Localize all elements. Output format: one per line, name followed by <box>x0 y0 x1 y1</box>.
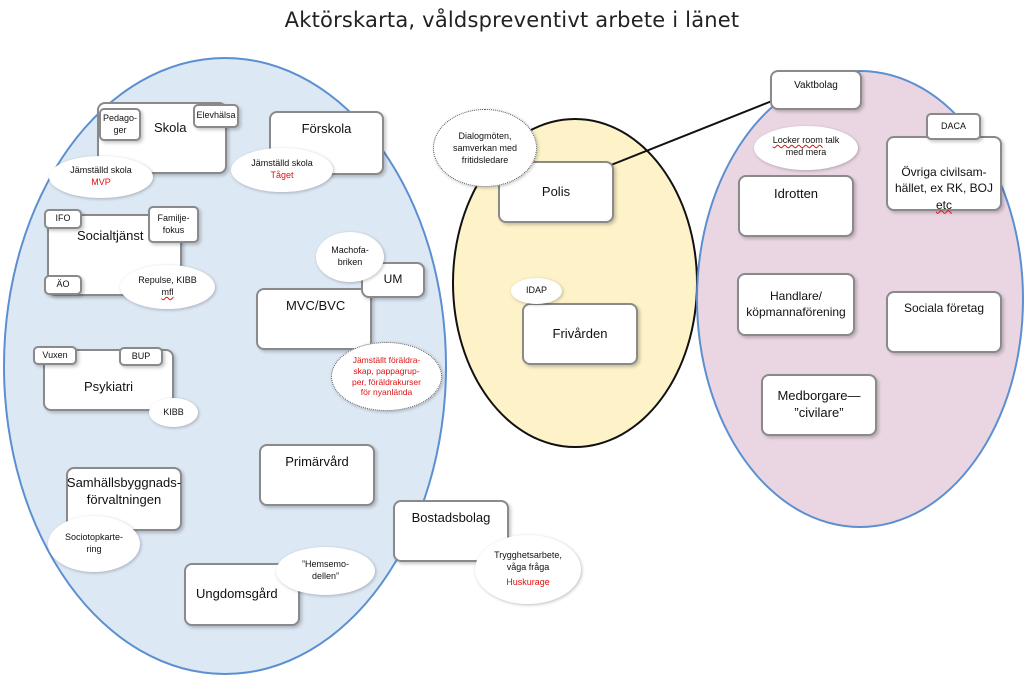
jamstalld-skola-mvp-bubble: Jämställd skola MVP <box>49 156 153 198</box>
jamstallt-foraldraskap-label: Jämställt föräldra- skap, pappagrup- per… <box>352 355 421 398</box>
forskola-label: Förskola <box>301 121 352 136</box>
idrotten-label: Idrotten <box>773 186 819 201</box>
sociala-foretag-box: Sociala företag <box>886 291 1002 353</box>
dialogmoten-bubble: Dialogmöten, samverkan med fritidsledare <box>433 109 537 187</box>
ao-box: ÄO <box>44 275 82 295</box>
idrotten-box: Idrotten <box>738 175 854 237</box>
medborgare-label: Medborgare— ”civilare” <box>777 388 861 420</box>
elevhalsa-label: Elevhälsa <box>196 110 236 121</box>
hemsemodellen-label: ”Hemsemo- dellen” <box>301 559 349 581</box>
jamstalld-skola-taget-bubble: Jämställd skola Tåget <box>231 148 333 192</box>
mvc-bvc-box: MVC/BVC <box>256 288 372 350</box>
ungdomsgard-label: Ungdomsgård <box>196 586 278 602</box>
handlare-label: Handlare/ köpmannaförening <box>746 288 846 319</box>
sociala-foretag-label: Sociala företag <box>903 301 985 315</box>
sociotopkartering-bubble: Sociotopkarte- ring <box>48 516 140 572</box>
locker-room-bubble: Locker room talk med mera <box>754 126 858 170</box>
skola-label: Skola <box>154 120 187 135</box>
pedagoger-box: Pedago- ger <box>99 108 141 141</box>
familjefokus-box: Familje- fokus <box>148 206 199 243</box>
polis-label: Polis <box>541 183 571 199</box>
repulse-kibb-bubble: Repulse, KIBB mfl <box>120 265 215 309</box>
machofabriken-bubble: Machofa- briken <box>316 232 384 282</box>
taget-label: Tåget <box>270 170 294 180</box>
vaktbolag-box: Vaktbolag <box>770 70 862 110</box>
frivarden-label: Frivården <box>552 325 608 341</box>
jamstallt-foraldraskap-bubble: Jämställt föräldra- skap, pappagrup- per… <box>331 342 442 411</box>
vuxen-box: Vuxen <box>33 346 77 365</box>
kibb-label: KIBB <box>163 406 184 417</box>
primarvard-box: Primärvård <box>259 444 375 506</box>
frivarden-box: Frivården <box>522 303 638 365</box>
familjefokus-label: Familje- fokus <box>157 212 190 235</box>
mfl-label: mfl <box>161 287 174 297</box>
vuxen-label: Vuxen <box>42 349 68 360</box>
handlare-box: Handlare/ köpmannaförening <box>737 273 855 336</box>
samhallsbyggnad-label: Samhällsbyggnads- förvaltningen <box>66 475 182 507</box>
primarvard-label: Primärvård <box>285 454 349 469</box>
medborgare-box: Medborgare— ”civilare” <box>761 374 877 436</box>
bup-box: BUP <box>119 347 163 366</box>
mvc-bvc-label: MVC/BVC <box>286 298 346 313</box>
locker-room-label: Locker room <box>772 135 823 145</box>
ifo-label: IFO <box>55 213 71 224</box>
ovriga-civilsamhallet-label: Övriga civilsam- hället, ex RK, BOJ <box>894 165 994 196</box>
socialtjanst-label: Socialtjänst <box>77 228 144 243</box>
jamstalld-skola-2-label: Jämställd skola <box>251 158 313 169</box>
jamstalld-skola-label: Jämställd skola <box>70 165 132 176</box>
um-label: UM <box>383 272 403 287</box>
sociotopkartering-label: Sociotopkarte- ring <box>64 532 124 554</box>
elevhalsa-box: Elevhälsa <box>193 104 239 128</box>
daca-label: DACA <box>940 120 966 131</box>
dialogmoten-label: Dialogmöten, samverkan med fritidsledare <box>452 130 518 166</box>
ovriga-etc-label: etc <box>935 197 952 212</box>
idap-label: IDAP <box>525 285 547 296</box>
huskurage-label: Huskurage <box>506 577 550 588</box>
mvp-label: MVP <box>91 177 111 187</box>
kibb-bubble: KIBB <box>149 398 198 427</box>
trygghetsarbete-bubble: Trygghetsarbete, våga fråga Huskurage <box>475 535 581 604</box>
locker-room-talk-label: talk med mera <box>785 135 840 157</box>
repulse-kibb-label: Repulse, KIBB <box>138 275 197 286</box>
trygghetsarbete-label: Trygghetsarbete, våga fråga <box>494 549 562 572</box>
bostadsbolag-label: Bostadsbolag <box>411 510 491 525</box>
page-title: Aktörskarta, våldspreventivt arbete i lä… <box>284 8 740 32</box>
bup-label: BUP <box>131 350 151 361</box>
ovriga-civilsamhallet-box: Övriga civilsam- hället, ex RK, BOJ etc <box>886 136 1002 212</box>
daca-box: DACA <box>926 113 981 140</box>
psykiatri-label: Psykiatri <box>83 378 134 394</box>
idap-bubble: IDAP <box>511 278 562 304</box>
ao-label: ÄO <box>56 279 70 290</box>
machofabriken-label: Machofa- briken <box>331 245 369 267</box>
ifo-box: IFO <box>44 209 82 229</box>
pedagoger-label: Pedago- ger <box>102 112 138 135</box>
vaktbolag-label: Vaktbolag <box>794 80 838 91</box>
hemsemodellen-bubble: ”Hemsemo- dellen” <box>276 547 375 595</box>
